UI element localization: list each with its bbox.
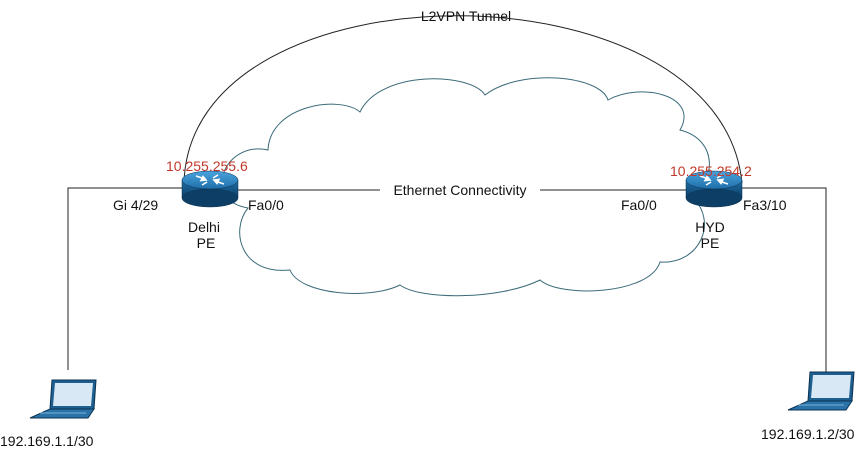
router-hyd[interactable] bbox=[685, 170, 743, 208]
l2vpn-tunnel-arc bbox=[183, 15, 743, 184]
provider-cloud bbox=[221, 77, 710, 297]
delhi-right-port: Fa0/0 bbox=[248, 197, 284, 213]
delhi-ip: 10.255.255.6 bbox=[166, 158, 248, 174]
delhi-name: Delhi bbox=[188, 219, 220, 235]
hyd-left-port: Fa0/0 bbox=[621, 197, 657, 213]
access-link-delhi bbox=[67, 187, 182, 370]
access-link-hyd bbox=[742, 187, 827, 372]
laptop-icon bbox=[787, 371, 855, 411]
hyd-role: PE bbox=[701, 235, 720, 251]
host-delhi-ip: 192.169.1.1/30 bbox=[0, 433, 94, 449]
link-label: Ethernet Connectivity bbox=[393, 182, 526, 198]
hyd-ip: 10.255.254.2 bbox=[670, 163, 752, 179]
host-hyd[interactable] bbox=[787, 371, 855, 411]
delhi-left-port: Gi 4/29 bbox=[113, 197, 158, 213]
hyd-right-port: Fa3/10 bbox=[743, 197, 787, 213]
host-delhi[interactable] bbox=[29, 379, 97, 419]
laptop-icon bbox=[29, 379, 97, 419]
delhi-role: PE bbox=[197, 235, 216, 251]
host-hyd-ip: 192.169.1.2/30 bbox=[761, 426, 855, 442]
hyd-name: HYD bbox=[695, 219, 725, 235]
router-icon bbox=[685, 170, 743, 208]
tunnel-label: L2VPN Tunnel bbox=[421, 8, 511, 24]
router-icon bbox=[181, 170, 239, 208]
router-delhi[interactable] bbox=[181, 170, 239, 208]
